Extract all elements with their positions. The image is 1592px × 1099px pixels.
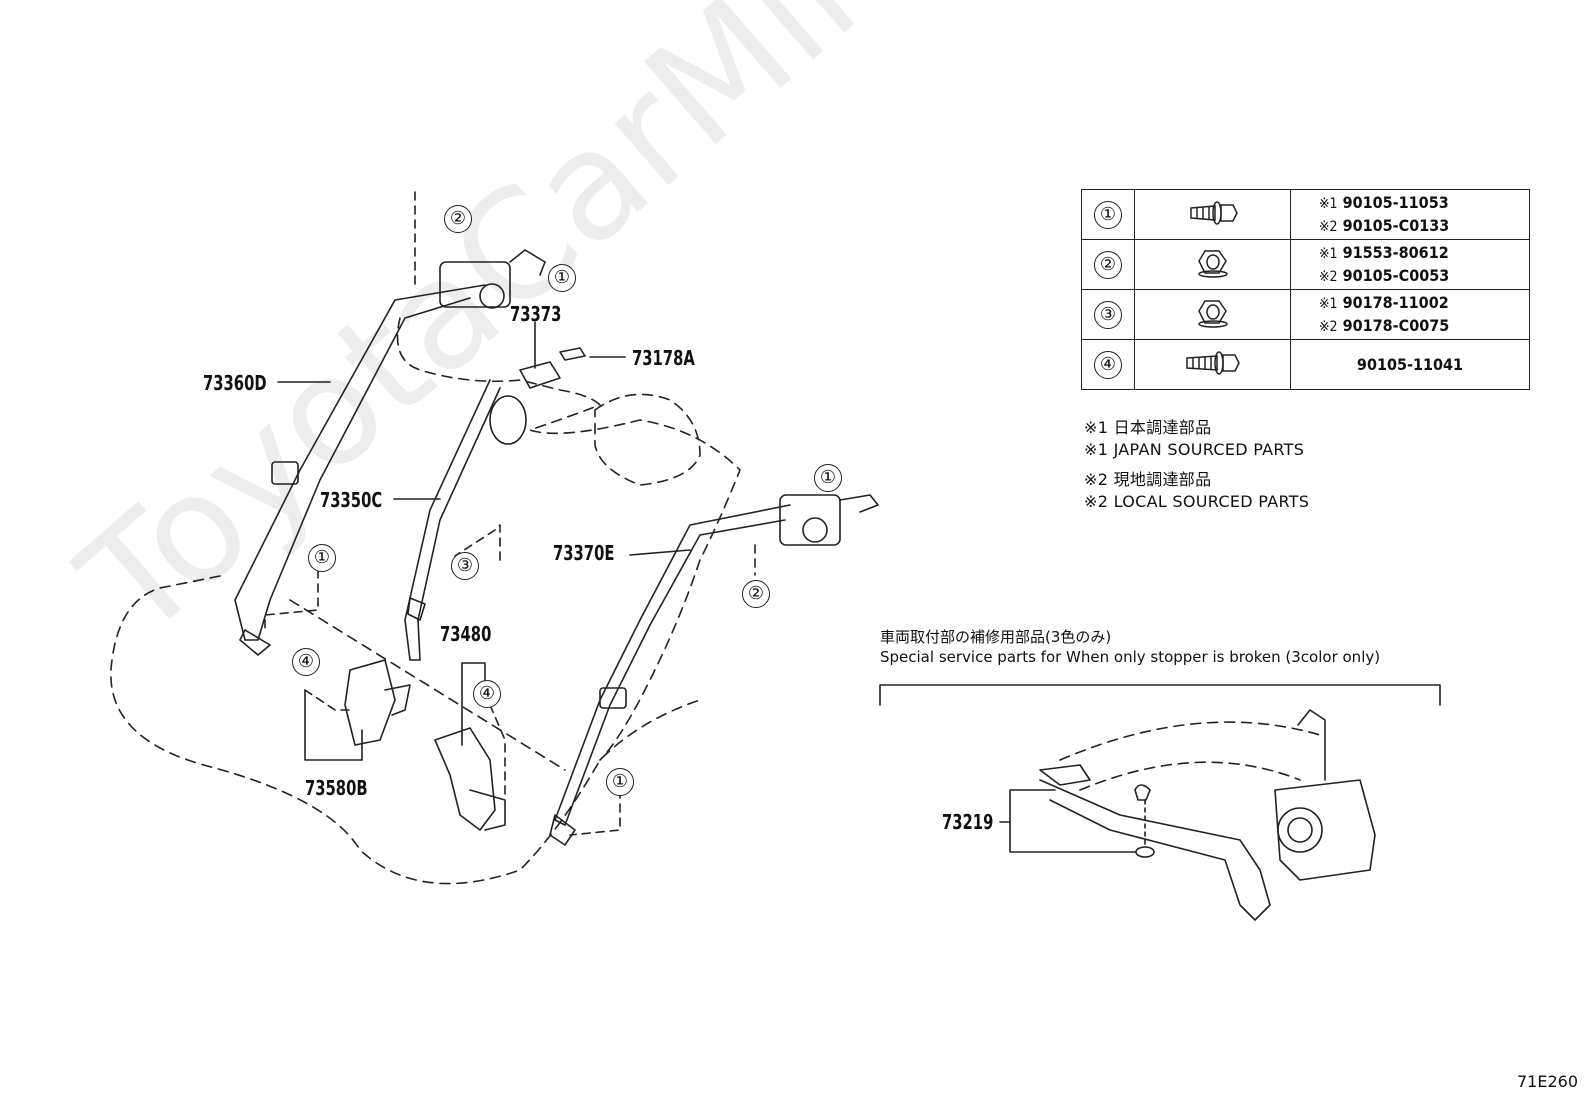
table-ref: ③ [1094, 300, 1122, 329]
part-73373-clip [519, 361, 561, 389]
right-belt-webbing [554, 504, 791, 826]
callout-line-3 [454, 524, 501, 561]
seat-cushion-outline [110, 575, 701, 885]
part-number[interactable]: 90178-11002 [1342, 292, 1449, 312]
service-clip [1134, 784, 1151, 801]
part-number[interactable]: 91553-80612 [1342, 242, 1449, 262]
headrest-outline [594, 393, 701, 486]
buckle-73580b [344, 659, 396, 746]
center-belt-webbing [404, 379, 501, 661]
nut-flange-icon [1197, 299, 1228, 328]
seat-divider-dashed [289, 599, 566, 771]
part-label-73480[interactable]: 73480 [440, 622, 492, 646]
table-row: ④ 90105-11041 [1081, 339, 1530, 390]
callout-4: ④ [292, 648, 320, 676]
part-label-73178a[interactable]: 73178A [632, 346, 695, 370]
part-number[interactable]: 90105-C0133 [1342, 215, 1450, 235]
bolt-flange-icon [1185, 350, 1240, 375]
callout-1: ① [308, 544, 336, 572]
service-bracket-flat [1039, 764, 1091, 786]
part-number[interactable]: 90178-C0075 [1342, 315, 1450, 335]
note-local-jp: ※2 現地調達部品 [1084, 470, 1212, 489]
note-japan-en: ※1 JAPAN SOURCED PARTS [1084, 440, 1305, 459]
part-label-73373[interactable]: 73373 [510, 302, 562, 326]
leader-73580b [304, 689, 363, 761]
nut-flange-icon [1197, 249, 1228, 278]
service-washer [1135, 846, 1155, 858]
fastener-table: ① ※1 90105-11053 ※2 90105-C0133 ② [1081, 189, 1530, 390]
buckle-73480 [434, 727, 496, 831]
callout-2: ② [742, 580, 770, 608]
callout-1: ① [606, 768, 634, 796]
callout-line-4-left [304, 689, 351, 711]
part-number[interactable]: 90105-C0053 [1342, 265, 1450, 285]
seat-back-outline [396, 317, 741, 761]
left-belt-webbing [234, 284, 486, 641]
table-ref: ④ [1094, 350, 1122, 379]
leader-73219 [1009, 789, 1136, 853]
service-title-en: Special service parts for When only stop… [880, 648, 1381, 666]
table-row: ③ ※1 90178-11002 ※2 90178-C0075 [1081, 289, 1530, 340]
table-ref: ② [1094, 250, 1122, 279]
leader-73370e [629, 549, 691, 556]
service-title-jp: 車両取付部の補修用部品(3色のみ) [880, 628, 1112, 646]
part-label-73580b[interactable]: 73580B [305, 776, 368, 800]
center-retractor [489, 395, 527, 445]
callout-2: ② [444, 205, 472, 233]
part-label-73360d[interactable]: 73360D [203, 371, 267, 395]
callout-line-1-left [264, 569, 319, 631]
service-stopper-webbing-2 [1079, 761, 1301, 791]
right-belt-guide [599, 687, 627, 709]
diagram-code: 71E260 [1516, 1072, 1578, 1091]
service-stopper-webbing [1059, 721, 1321, 761]
part-label-73350c[interactable]: 73350C [320, 488, 383, 512]
callout-1: ① [814, 464, 842, 492]
callout-line-1-bottom [569, 789, 621, 836]
part-label-73370e[interactable]: 73370E [553, 541, 615, 565]
table-row: ② ※1 91553-80612 ※2 90105-C0053 [1081, 239, 1530, 290]
bolt-flange-icon [1189, 200, 1238, 225]
left-retractor [439, 261, 511, 308]
callout-3: ③ [451, 552, 479, 580]
part-number[interactable]: 90105-11053 [1342, 192, 1449, 212]
part-number[interactable]: 90105-11041 [1356, 355, 1464, 374]
part-73178A-tab [559, 347, 586, 361]
note-japan-jp: ※1 日本調達部品 [1084, 418, 1212, 437]
table-row: ① ※1 90105-11053 ※2 90105-C0133 [1081, 189, 1530, 240]
service-stopper-belt [1039, 779, 1271, 921]
note-local-en: ※2 LOCAL SOURCED PARTS [1084, 492, 1310, 511]
right-retractor [779, 494, 841, 546]
table-ref: ① [1094, 200, 1122, 229]
service-panel-bracket [879, 684, 1441, 706]
service-retractor [1274, 779, 1376, 881]
callout-1: ① [548, 264, 576, 292]
callout-4: ④ [473, 680, 501, 708]
callout-line-4-right [489, 704, 506, 796]
left-belt-guide [271, 461, 299, 485]
part-label-73219[interactable]: 73219 [942, 810, 994, 834]
